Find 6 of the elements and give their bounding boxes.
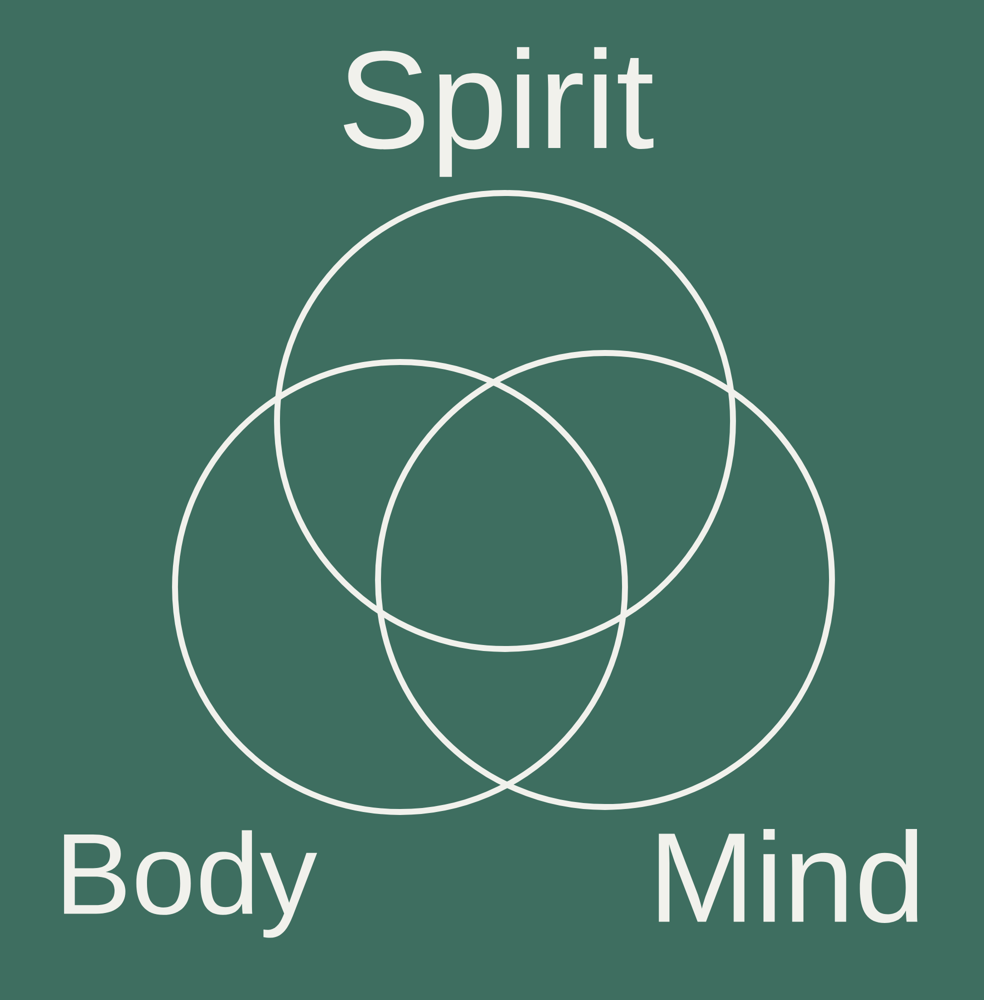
venn-circle [274,190,736,652]
circle-label: Spirit [344,47,654,177]
venn-circle [172,359,628,815]
venn-circle [375,350,835,810]
circle-label: Mind [658,829,918,923]
circle-label: Body [64,830,318,938]
